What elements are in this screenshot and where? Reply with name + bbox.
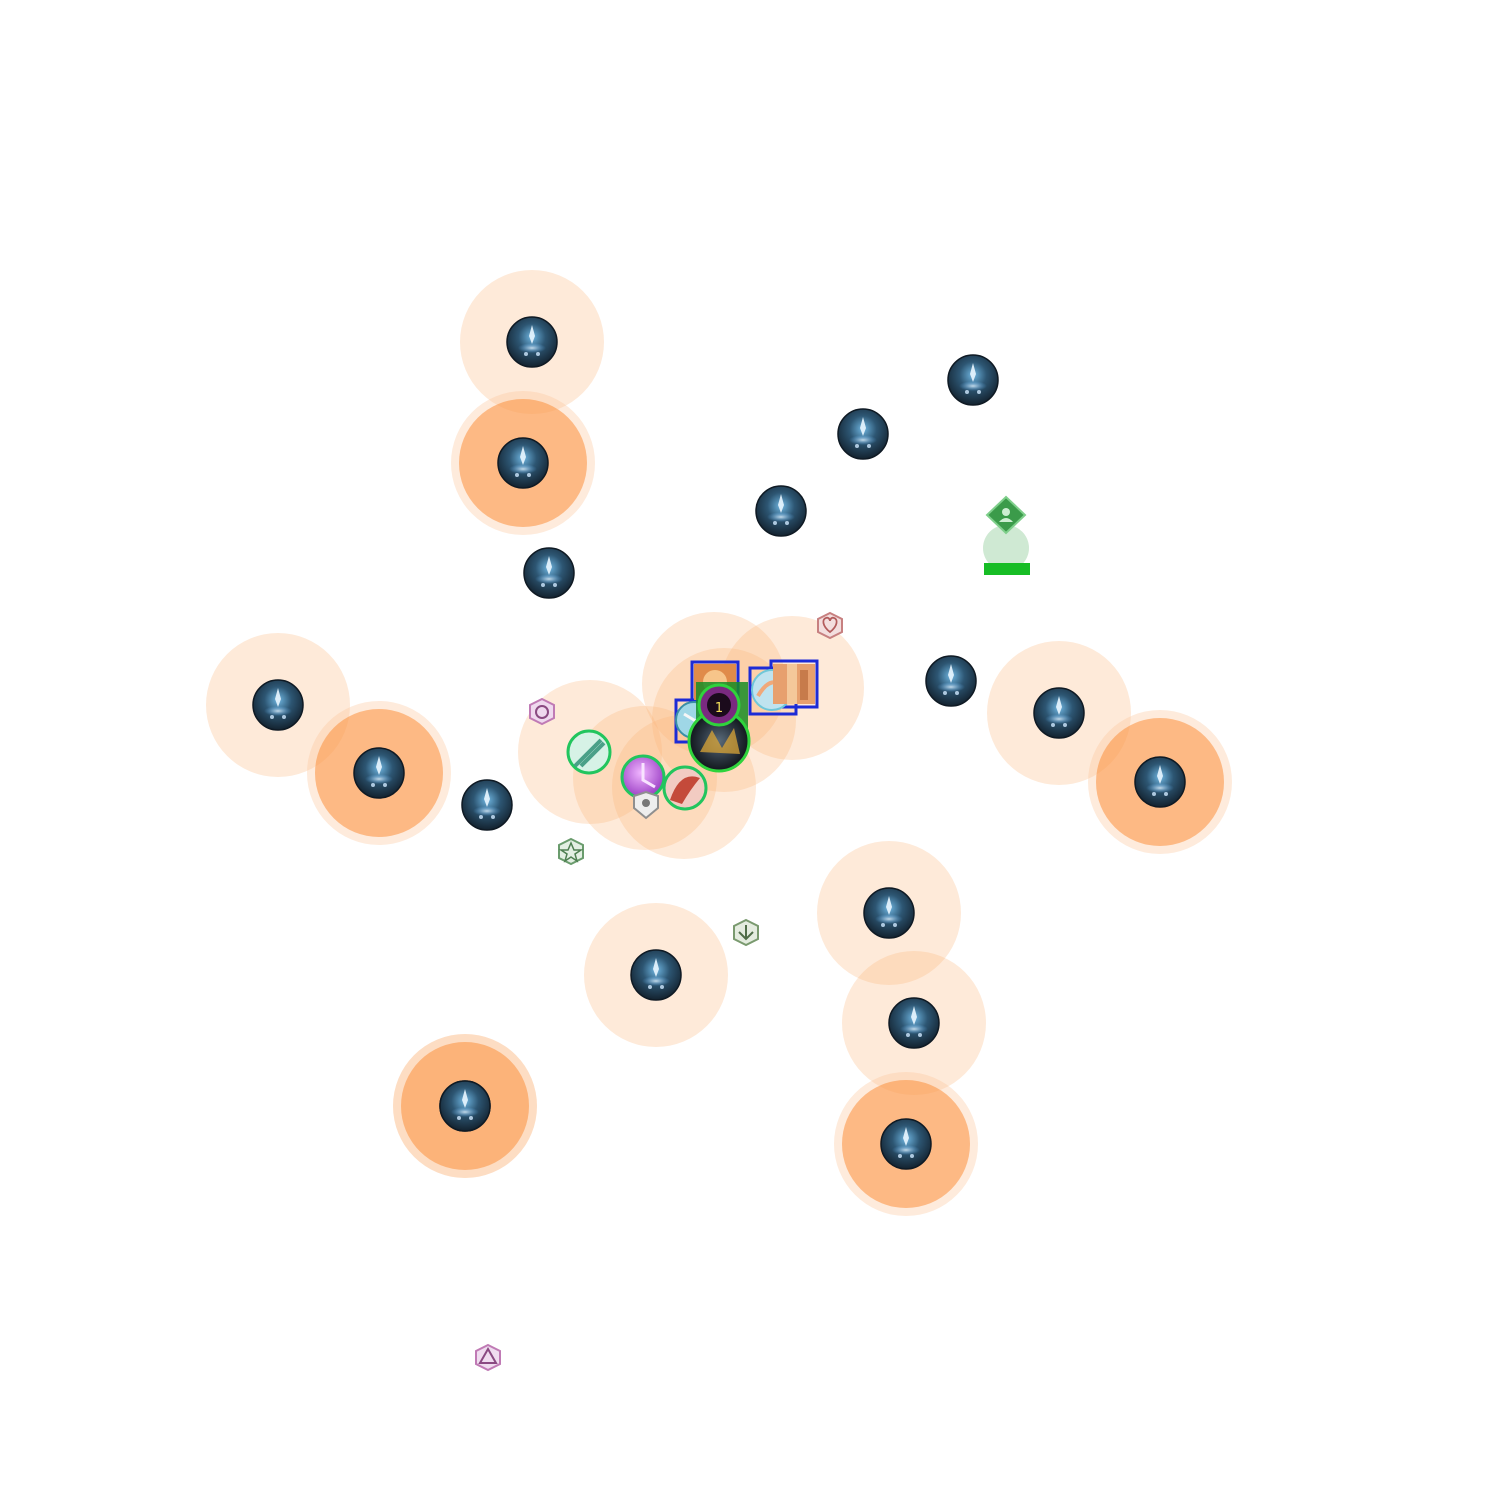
- star-waymark-icon[interactable]: [558, 837, 584, 866]
- orb-marker[interactable]: [880, 1118, 932, 1170]
- orb-marker[interactable]: [1134, 756, 1186, 808]
- person-icon: [1002, 508, 1010, 516]
- npc-marker[interactable]: [983, 495, 1030, 575]
- orb-marker[interactable]: [1033, 687, 1085, 739]
- orb-marker[interactable]: [947, 354, 999, 406]
- orb-marker[interactable]: [837, 408, 889, 460]
- party-member-icon[interactable]: [566, 729, 612, 775]
- arrow-down-waymark-icon[interactable]: [733, 918, 759, 947]
- party-cluster: 1: [566, 659, 819, 820]
- orb-marker[interactable]: [439, 1080, 491, 1132]
- orb-marker[interactable]: [353, 747, 405, 799]
- heart-waymark-icon[interactable]: [817, 611, 843, 640]
- orb-marker[interactable]: [497, 437, 549, 489]
- player-self-icon[interactable]: [633, 790, 659, 820]
- orb-marker[interactable]: [461, 779, 513, 831]
- orb-marker[interactable]: [252, 679, 304, 731]
- orb-layer: [252, 316, 1186, 1170]
- party-member-icon[interactable]: [773, 664, 815, 704]
- party-member-icon[interactable]: [662, 765, 708, 811]
- orb-marker[interactable]: [888, 997, 940, 1049]
- orb-marker[interactable]: [630, 949, 682, 1001]
- orb-marker[interactable]: [506, 316, 558, 368]
- triangle-waymark-icon[interactable]: [475, 1343, 501, 1372]
- orb-marker[interactable]: [523, 547, 575, 599]
- circle-waymark-icon[interactable]: [529, 697, 555, 726]
- boss-marker-label: 1: [715, 701, 723, 716]
- orb-marker[interactable]: [755, 485, 807, 537]
- orb-marker[interactable]: [863, 887, 915, 939]
- orb-marker[interactable]: [925, 655, 977, 707]
- party-member-icon[interactable]: [620, 754, 666, 800]
- boss-marker[interactable]: 1: [687, 682, 751, 773]
